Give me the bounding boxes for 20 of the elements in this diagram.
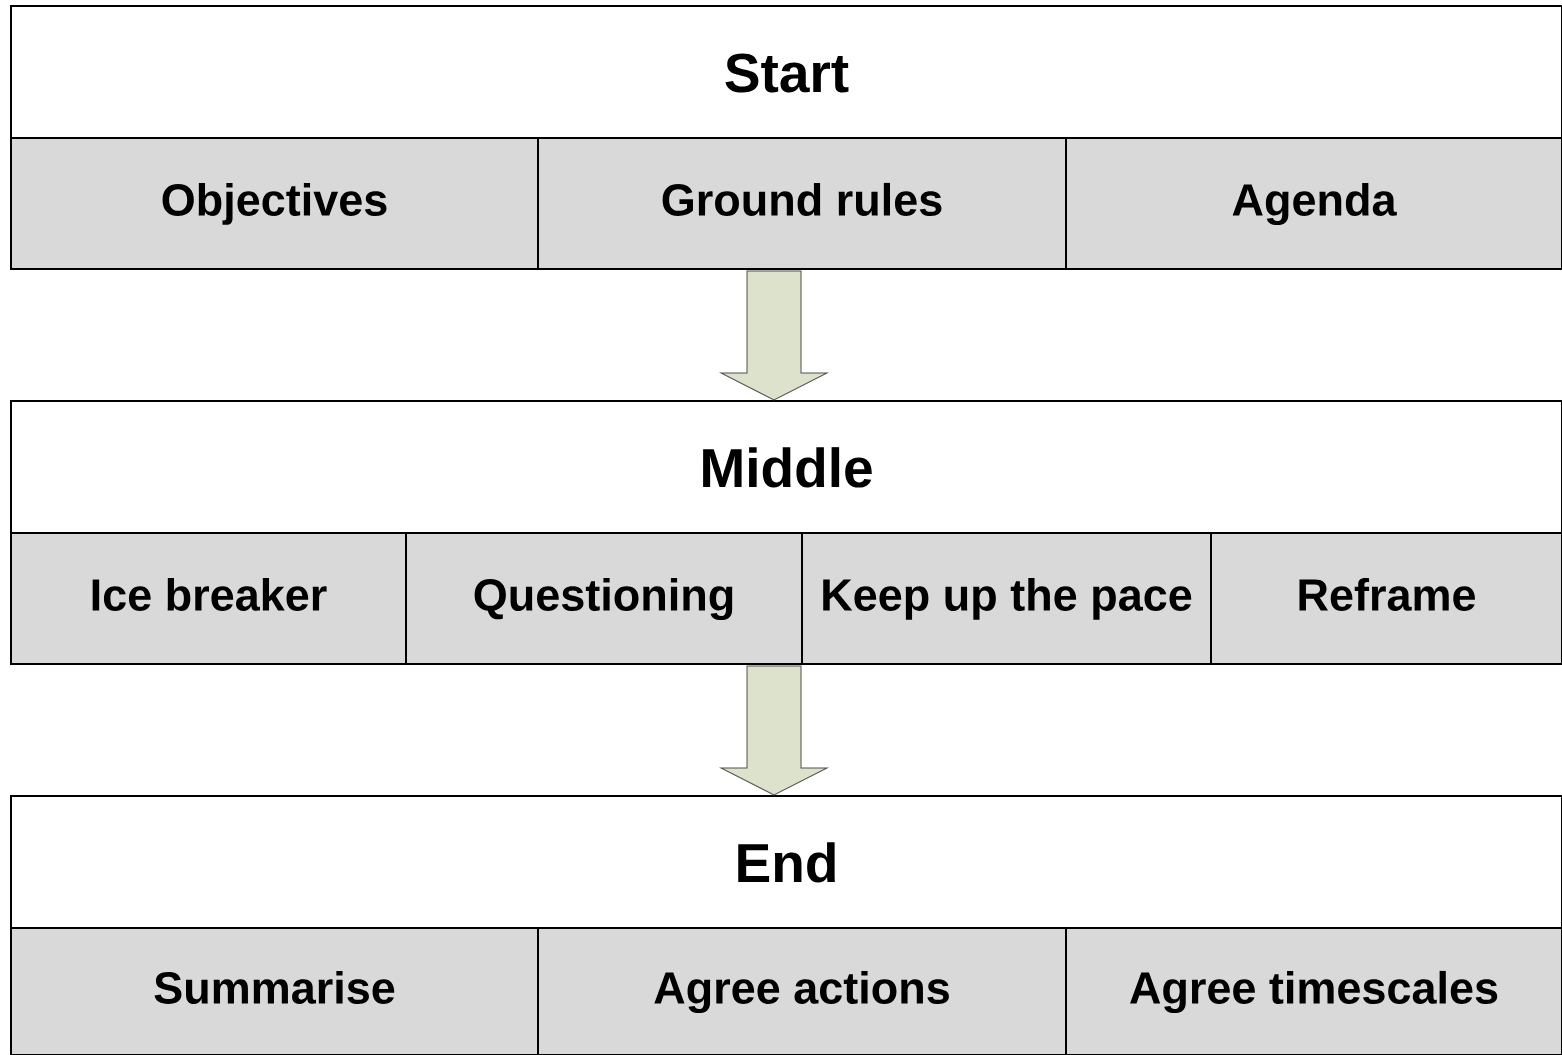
block-arrow xyxy=(720,270,828,401)
step-cell: Ground rules xyxy=(537,137,1067,270)
step-cell: Ice breaker xyxy=(10,532,407,665)
step-cell: Questioning xyxy=(405,532,803,665)
block-arrow xyxy=(720,665,828,796)
step-cell: Objectives xyxy=(10,137,539,270)
node-label: Reframe xyxy=(1299,577,1475,611)
step-cell: Agree timescales xyxy=(1065,927,1562,1055)
step-cell: Agenda xyxy=(1065,137,1562,270)
stage-header: Middle xyxy=(10,400,1562,534)
step-cell: Agree actions xyxy=(537,927,1067,1055)
node-label: Agree timescales xyxy=(1130,970,1498,1014)
node-label: Summarise xyxy=(154,970,395,1004)
stage-header: End xyxy=(10,795,1562,929)
step-cell: Reframe xyxy=(1210,532,1562,665)
node-label: Agree actions xyxy=(654,970,949,1014)
step-cell: Keep up the pace xyxy=(801,532,1212,665)
node-label: Agenda xyxy=(1232,182,1397,226)
stage-header: Start xyxy=(10,5,1562,139)
step-cell: Summarise xyxy=(10,927,539,1055)
